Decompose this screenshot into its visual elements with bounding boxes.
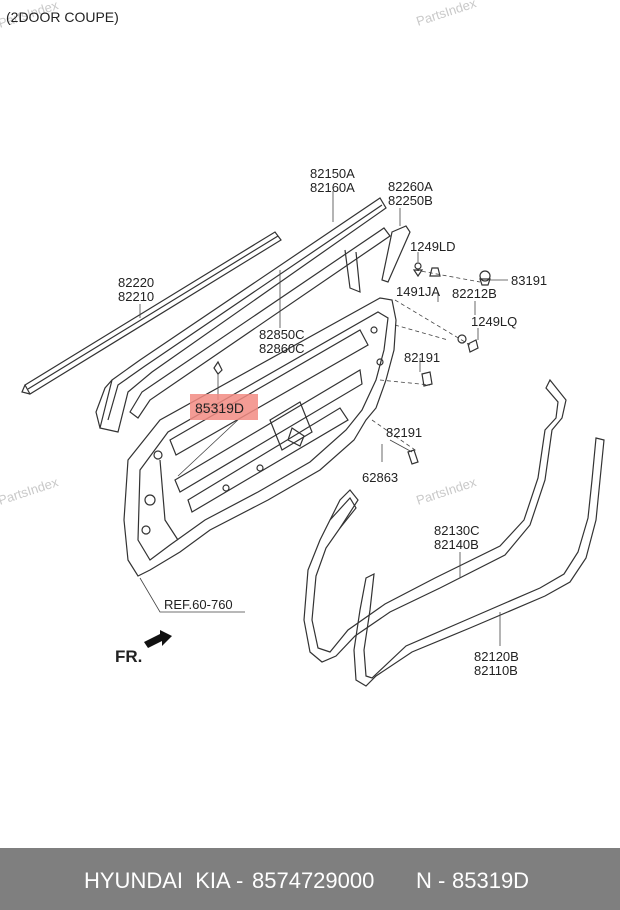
footer-separator: N - [416,868,446,893]
label-82191-lower: 82191 [386,425,422,440]
label-82130C: 82130C [434,523,480,538]
label-82140B: 82140B [434,537,479,552]
label-82220: 82220 [118,275,154,290]
watermark: PartsIndex [414,0,478,29]
label-1249LQ: 1249LQ [471,314,517,329]
footer-brand: HYUNDAI KIA [84,868,231,893]
label-82860C: 82860C [259,341,305,356]
label-1249LD: 1249LD [410,239,456,254]
door-panel [123,297,397,577]
label-82160A: 82160A [310,180,355,195]
front-arrow-icon [144,630,172,648]
label-front: FR. [115,647,142,666]
fasteners [213,262,491,465]
label-82191-upper: 82191 [404,350,440,365]
label-82250B: 82250B [388,193,433,208]
footer-bar: HYUNDAI KIA - 8574729000 N - 85319D [0,848,620,910]
assembly-guides [371,269,481,453]
label-1491JA: 1491JA [396,284,440,299]
label-82110B: 82110B [474,663,518,678]
label-83191: 83191 [511,273,547,288]
parts-diagram: PartsIndex PartsIndex PartsIndex PartsIn… [0,0,605,687]
label-82850C: 82850C [259,327,305,342]
label-ref: REF.60-760 [164,597,233,612]
footer-part-number: 8574729000 [252,868,375,893]
belt-moulding [21,231,282,395]
label-82260A: 82260A [388,179,433,194]
footer-ref-code: 85319D [452,868,530,893]
door-weatherstrip [353,437,605,687]
watermark: PartsIndex [0,474,61,508]
label-85319D: 85319D [195,400,244,416]
leader-lines [139,191,508,646]
rear-sash-weatherstrip [381,225,411,283]
highlight-box [190,394,258,420]
opening-weatherstrip [303,378,567,663]
window-frame-moulding [95,197,387,433]
glass-run-channel [129,227,391,419]
diagram-canvas: PartsIndex PartsIndex PartsIndex PartsIn… [0,0,605,687]
footer-separator: - [236,868,244,893]
watermark: PartsIndex [414,474,478,508]
label-82120B: 82120B [474,649,519,664]
label-82210: 82210 [118,289,154,304]
label-82212B: 82212B [452,286,497,301]
page-title: (2DOOR COUPE) [6,9,119,25]
label-62863: 62863 [362,470,398,485]
label-82150A: 82150A [310,166,355,181]
